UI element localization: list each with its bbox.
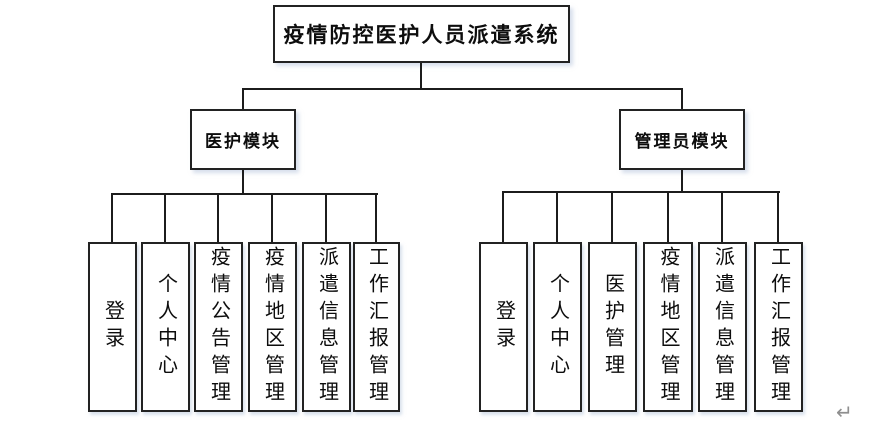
leaf-admin-dispatch-info-mgmt: 派遣信息管理 (698, 242, 747, 412)
branch-node-admin: 管理员模块 (619, 109, 745, 170)
branch-admin-label: 管理员模块 (634, 132, 730, 151)
leaf-medical-epidemic-announcement-mgmt: 疫情公告管理 (194, 242, 243, 412)
leaf-admin-personal-center-label: 个人中心 (546, 273, 569, 381)
leaf-admin-epidemic-area-mgmt-label: 疫情地区管理 (657, 246, 679, 408)
connector-medical-drop-4 (271, 193, 273, 242)
connector-admin-hline (502, 191, 780, 193)
connector-medical-hline (111, 193, 378, 195)
leaf-medical-epidemic-area-mgmt: 疫情地区管理 (248, 242, 297, 412)
connector-root-stem (420, 63, 422, 90)
leaf-medical-epidemic-area-mgmt-label: 疫情地区管理 (261, 246, 284, 408)
connector-admin-drop-2 (556, 191, 558, 242)
leaf-medical-dispatch-info-mgmt: 派遣信息管理 (302, 242, 351, 412)
connector-admin-drop-3 (611, 191, 613, 242)
connector-medical-drop-2 (164, 193, 166, 242)
leaf-medical-work-report-mgmt: 工作汇报管理 (353, 242, 400, 412)
connector-medical-drop-3 (217, 193, 219, 242)
leaf-medical-personal-center-label: 个人中心 (154, 273, 177, 381)
leaf-admin-personal-center: 个人中心 (533, 242, 582, 412)
connector-admin-drop-6 (777, 191, 779, 242)
connector-drop-admin (681, 88, 683, 109)
branch-node-medical: 医护模块 (190, 109, 296, 170)
leaf-medical-personal-center: 个人中心 (141, 242, 190, 412)
connector-drop-medical (242, 88, 244, 109)
leaf-medical-epidemic-announcement-mgmt-label: 疫情公告管理 (207, 246, 230, 408)
connector-level1-hline (242, 88, 683, 90)
connector-admin-drop-5 (721, 191, 723, 242)
leaf-admin-medical-staff-mgmt: 医护管理 (588, 242, 637, 412)
leaf-medical-login: 登录 (88, 242, 137, 412)
leaf-medical-work-report-mgmt-label: 工作汇报管理 (365, 246, 388, 408)
leaf-admin-medical-staff-mgmt-label: 医护管理 (601, 273, 624, 381)
connector-medical-stem (242, 170, 244, 195)
leaf-admin-login-label: 登录 (492, 300, 515, 354)
leaf-admin-login: 登录 (479, 242, 528, 412)
root-node-label: 疫情防控医护人员派遣系统 (283, 24, 560, 47)
leaf-medical-login-label: 登录 (101, 300, 124, 354)
connector-medical-drop-1 (111, 193, 113, 242)
leaf-admin-work-report-mgmt: 工作汇报管理 (754, 242, 803, 412)
leaf-medical-dispatch-info-mgmt-label: 派遣信息管理 (315, 246, 338, 408)
connector-medical-drop-5 (325, 193, 327, 242)
branch-medical-label: 医护模块 (205, 132, 281, 151)
connector-medical-drop-6 (375, 193, 377, 242)
connector-admin-drop-4 (667, 191, 669, 242)
connector-admin-drop-1 (502, 191, 504, 242)
paragraph-return-mark: ↵ (836, 400, 853, 424)
leaf-admin-work-report-mgmt-label: 工作汇报管理 (767, 246, 790, 408)
root-node-system-title: 疫情防控医护人员派遣系统 (273, 5, 570, 63)
leaf-admin-epidemic-area-mgmt: 疫情地区管理 (643, 242, 693, 412)
connector-admin-stem (681, 170, 683, 193)
leaf-admin-dispatch-info-mgmt-label: 派遣信息管理 (711, 246, 734, 408)
